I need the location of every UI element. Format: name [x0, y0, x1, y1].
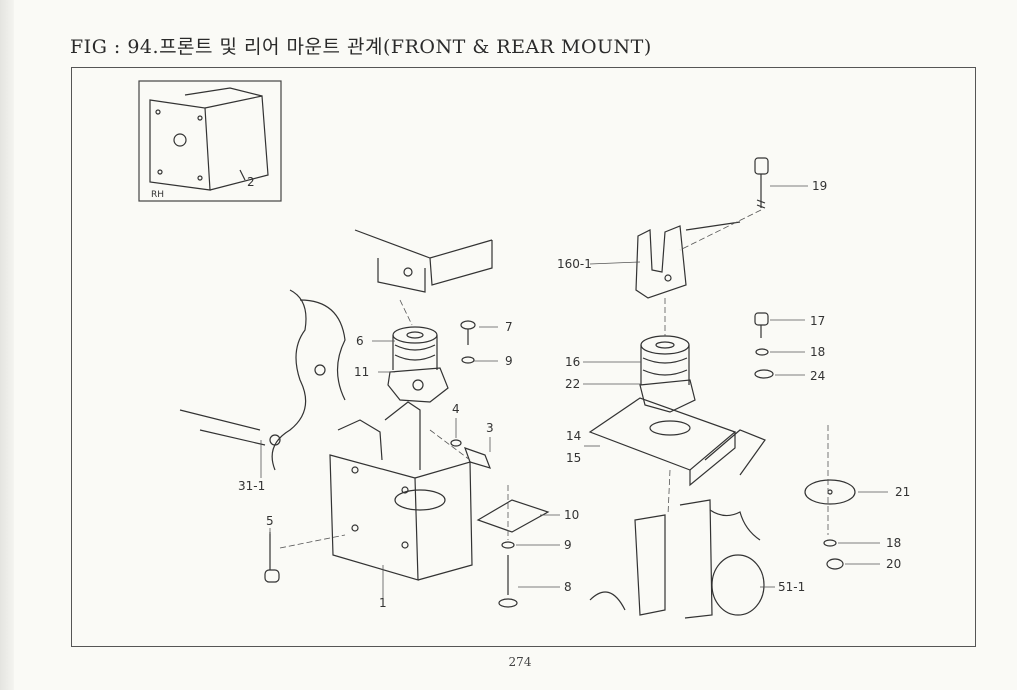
rear-fork-160-1 — [635, 221, 741, 299]
screw-7 — [460, 320, 476, 364]
page-edge-shadow — [0, 0, 14, 690]
bolt-3 — [450, 439, 491, 469]
callout-20: 20 — [886, 557, 901, 571]
callout-1: 1 — [379, 596, 387, 610]
callout-51-1: 51-1 — [778, 580, 805, 594]
leader-lines — [260, 185, 888, 600]
callout-16: 16 — [565, 355, 580, 369]
callout-11: 11 — [354, 365, 369, 379]
callout-4: 4 — [452, 402, 460, 416]
callout-18-upper: 18 — [810, 345, 825, 359]
diagram-frame — [71, 67, 976, 647]
callout-5: 5 — [266, 514, 274, 528]
page-number: 274 — [508, 655, 532, 669]
callout-31-1: 31-1 — [238, 479, 265, 493]
figure-title: FIG : 94.프론트 및 리어 마운트 관계(FRONT & REAR MO… — [70, 36, 652, 58]
screw-19 — [754, 157, 769, 209]
callout-9-lower: 9 — [564, 538, 572, 552]
callout-3: 3 — [486, 421, 494, 435]
callout-24: 24 — [810, 369, 825, 383]
callout-14: 14 — [566, 429, 581, 443]
callout-8: 8 — [564, 580, 572, 594]
machine-casting-left — [179, 289, 346, 471]
rear-plate — [588, 397, 766, 487]
front-bracket — [329, 401, 473, 581]
callout-15: 15 — [566, 451, 581, 465]
inset-callout-2: 2 — [247, 175, 255, 189]
callout-9-upper: 9 — [505, 354, 513, 368]
inset-rh-bracket — [138, 80, 282, 202]
callout-10: 10 — [564, 508, 579, 522]
nut-20 — [823, 539, 844, 570]
callout-7: 7 — [505, 320, 513, 334]
callout-17: 17 — [810, 314, 825, 328]
bolt-8 — [498, 541, 518, 608]
bed-corner — [354, 229, 493, 293]
callout-6: 6 — [356, 334, 364, 348]
inset-side-label: RH — [151, 190, 164, 200]
callout-19: 19 — [812, 179, 827, 193]
callout-21: 21 — [895, 485, 910, 499]
callout-22: 22 — [565, 377, 580, 391]
screw-17 — [754, 312, 774, 379]
rubber-washer-21 — [804, 479, 856, 505]
front-spring-mount — [387, 326, 449, 403]
callout-18-lower: 18 — [886, 536, 901, 550]
pin-5 — [264, 532, 280, 583]
pad-10 — [476, 499, 550, 533]
callout-160-1: 160-1 — [557, 257, 592, 271]
machine-casting-rear — [589, 499, 765, 619]
